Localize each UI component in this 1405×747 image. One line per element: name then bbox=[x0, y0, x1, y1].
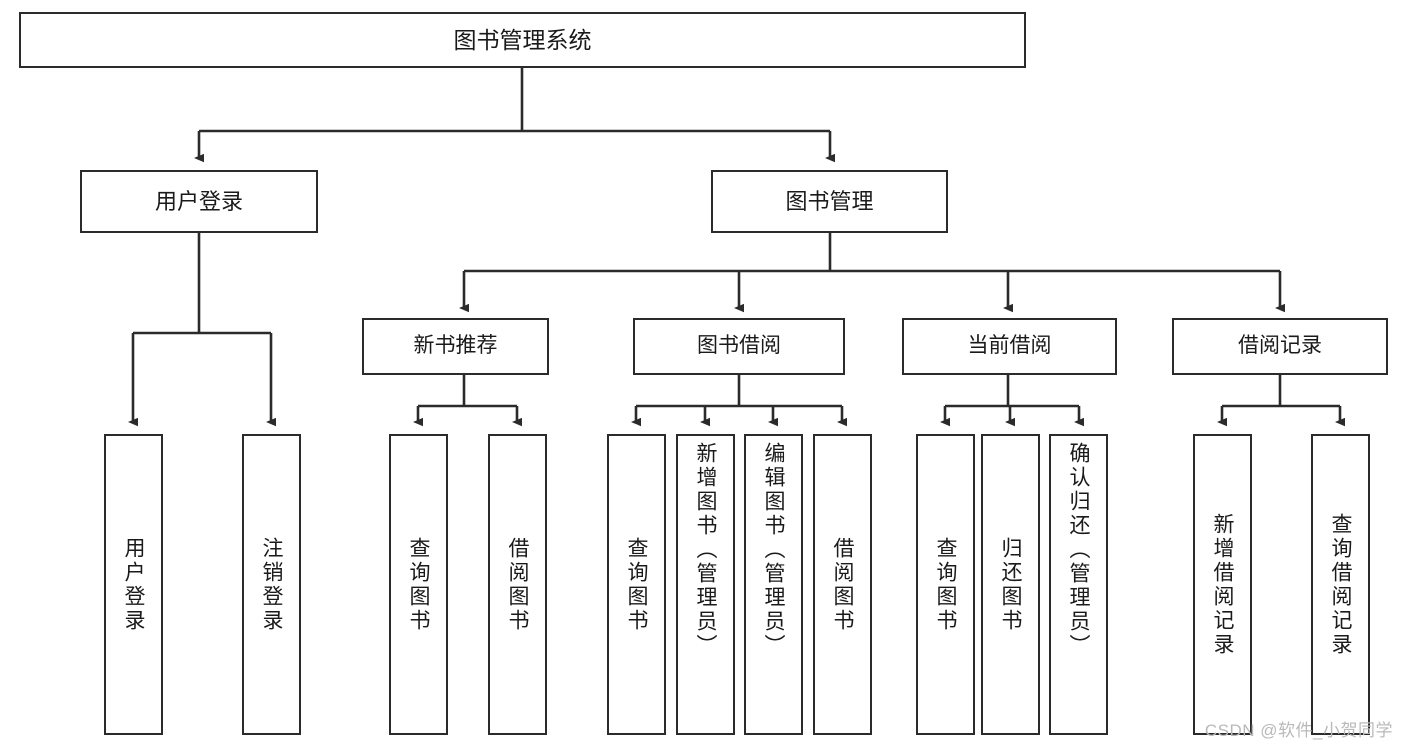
node-label: 归还图书 bbox=[999, 536, 1022, 633]
node-label: 确认归还（管理员） bbox=[1067, 442, 1090, 658]
node-label: 用户登录 bbox=[122, 536, 145, 633]
node-label: 注销登录 bbox=[260, 536, 283, 633]
node-label: 用户登录 bbox=[154, 188, 243, 214]
leaf-current-borrow-confirm-return[interactable]: 确认归还（管理员） bbox=[1049, 434, 1108, 735]
node-current-borrow[interactable]: 当前借阅 bbox=[902, 318, 1117, 375]
node-book-management[interactable]: 图书管理 bbox=[711, 170, 948, 233]
node-label: 借阅图书 bbox=[506, 536, 529, 633]
node-label: 新增图书（管理员） bbox=[694, 442, 717, 658]
leaf-user-login-login[interactable]: 用户登录 bbox=[104, 434, 163, 735]
node-root-system[interactable]: 图书管理系统 bbox=[19, 12, 1026, 68]
node-label: 查询图书 bbox=[625, 536, 648, 633]
node-label: 借阅记录 bbox=[1238, 334, 1322, 358]
node-label: 图书借阅 bbox=[697, 334, 781, 358]
node-borrow-record[interactable]: 借阅记录 bbox=[1172, 318, 1388, 375]
leaf-new-book-query[interactable]: 查询图书 bbox=[389, 434, 448, 735]
node-label: 当前借阅 bbox=[967, 334, 1052, 358]
node-label: 图书管理系统 bbox=[453, 26, 592, 53]
node-label: 新书推荐 bbox=[413, 334, 498, 358]
leaf-book-borrow-borrow[interactable]: 借阅图书 bbox=[813, 434, 872, 735]
leaf-borrow-record-add[interactable]: 新增借阅记录 bbox=[1193, 434, 1252, 735]
node-user-login[interactable]: 用户登录 bbox=[80, 170, 318, 233]
node-label: 借阅图书 bbox=[831, 536, 854, 633]
leaf-new-book-borrow[interactable]: 借阅图书 bbox=[488, 434, 547, 735]
node-new-book-recommend[interactable]: 新书推荐 bbox=[362, 318, 549, 375]
leaf-current-borrow-return[interactable]: 归还图书 bbox=[981, 434, 1040, 735]
node-label: 图书管理 bbox=[785, 188, 874, 214]
leaf-current-borrow-query[interactable]: 查询图书 bbox=[916, 434, 975, 735]
node-label: 新增借阅记录 bbox=[1211, 512, 1234, 657]
node-label: 查询图书 bbox=[934, 536, 957, 633]
leaf-book-borrow-edit[interactable]: 编辑图书（管理员） bbox=[744, 434, 803, 735]
node-label: 编辑图书（管理员） bbox=[762, 442, 785, 658]
leaf-user-login-logout[interactable]: 注销登录 bbox=[242, 434, 301, 735]
leaf-book-borrow-query[interactable]: 查询图书 bbox=[607, 434, 666, 735]
leaf-borrow-record-query[interactable]: 查询借阅记录 bbox=[1311, 434, 1370, 735]
leaf-book-borrow-add[interactable]: 新增图书（管理员） bbox=[676, 434, 735, 735]
node-label: 查询图书 bbox=[407, 536, 430, 633]
node-label: 查询借阅记录 bbox=[1329, 512, 1352, 657]
node-book-borrow[interactable]: 图书借阅 bbox=[633, 318, 845, 375]
